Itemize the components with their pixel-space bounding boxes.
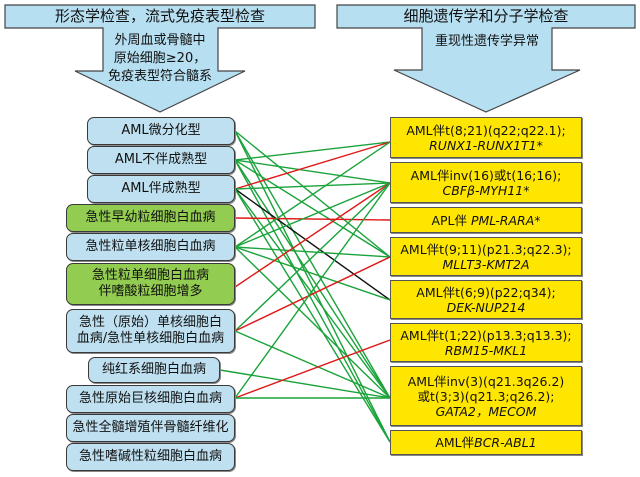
right-item-karyotype: AML伴t(6;9)(p22;q34); [416, 284, 556, 300]
connection-line-other [234, 188, 391, 301]
right-item-karyotype: AML伴inv(16)或t(16;16); [410, 167, 562, 183]
left-item-pure-erythroid[interactable]: 纯红系细胞白血病 [88, 357, 220, 383]
right-item-karyotype: AML伴t(9;11)(p21.3;q22.3); [400, 241, 572, 257]
right-header-arrow [336, 4, 636, 113]
left-item-monoblastic[interactable]: 急性（原始）单核细胞白 血病/急性单核细胞白血病 [66, 309, 235, 353]
connection-line-common [234, 182, 391, 399]
right-item-t8-21[interactable]: AML伴t(8;21)(q22;q22.1); RUNX1-RUNX1T1* [390, 117, 582, 158]
left-item-aml-with-maturation[interactable]: AML伴成熟型 [87, 175, 235, 203]
left-item-label: 急性粒单核细胞白血病 [85, 239, 216, 254]
connection-line-common [234, 330, 391, 399]
left-item-label: AML微分化型 [121, 123, 201, 138]
left-header-arrow [4, 4, 316, 113]
left-arrow-line-1: 外周血或骨髓中 [114, 33, 206, 48]
right-arrow-line-1: 重现性遗传学异常 [434, 34, 539, 49]
connection-line-common [234, 182, 391, 332]
left-item-label: 急性全髓增殖伴骨髓纤维化 [72, 420, 229, 435]
left-item-label-line-2: 伴嗜酸粒细胞增多 [98, 284, 203, 299]
left-arrow-line-2: 原始细胞≥20， [113, 51, 207, 66]
left-item-label-line-1: 急性（原始）单核细胞白 [78, 315, 222, 330]
left-arrow-line-3: 免疫表型符合髓系 [107, 69, 212, 84]
right-item-t1-22[interactable]: AML伴t(1;22)(p13.3;q13.3); RBM15-MKL1 [390, 323, 582, 362]
connection-line-common [234, 159, 391, 443]
connection-line-common [234, 130, 391, 443]
right-item-gene: PML-RARA* [470, 212, 541, 228]
left-item-panmyelosis[interactable]: 急性全髓增殖伴骨髓纤维化 [66, 414, 235, 442]
right-item-karyotype: AML伴t(1;22)(p13.3;q13.3); [400, 327, 572, 343]
left-item-label-line-2: 血病/急性单核细胞白血病 [76, 331, 225, 346]
left-item-label: AML伴成熟型 [121, 181, 201, 196]
connection-line-frequent [234, 339, 391, 399]
right-item-t6-9[interactable]: AML伴t(6;9)(p22;q34); DEK-NUP214 [390, 280, 582, 319]
connection-line-common [234, 182, 391, 190]
connection-line-common [234, 246, 391, 399]
connection-line-common [234, 188, 391, 443]
connection-line-frequent [234, 182, 391, 288]
connection-line-common [219, 369, 391, 399]
right-item-apl-pml-rara[interactable]: APL伴 PML-RARA* [390, 207, 582, 233]
right-item-gene: RBM15-MKL1 [444, 342, 528, 358]
right-item-prefix: APL伴 [431, 212, 471, 228]
right-item-gene: GATA2，MECOM [435, 403, 537, 419]
connection-line-common [234, 141, 391, 248]
left-item-label: 急性原始巨核细胞白血病 [78, 391, 222, 406]
right-item-karyotype: AML伴t(8;21)(q22;q22.1); [406, 122, 566, 138]
left-item-label: 急性嗜碱性粒细胞白血病 [78, 449, 222, 464]
left-item-ammol-eos[interactable]: 急性粒单细胞白血病 伴嗜酸粒细胞增多 [66, 263, 235, 305]
right-item-gene: DEK-NUP214 [446, 299, 526, 315]
right-item-gene: RUNX1-RUNX1T1* [429, 137, 543, 153]
connection-line-common [234, 159, 391, 399]
connection-line-common [234, 159, 391, 184]
connection-line-common [234, 182, 391, 248]
right-item-gene: MLLT3-KMT2A [442, 256, 530, 272]
left-item-label-line-1: 急性粒单细胞白血病 [91, 268, 209, 283]
left-item-basophilic[interactable]: 急性嗜碱性粒细胞白血病 [66, 443, 235, 471]
connection-line-frequent [234, 141, 391, 190]
right-item-karyotype-line-1: AML伴inv(3)(q21.3q26.2) [407, 373, 565, 389]
left-item-label: AML不伴成熟型 [114, 152, 208, 167]
connection-line-frequent [234, 256, 391, 332]
left-item-megakaryoblastic[interactable]: 急性原始巨核细胞白血病 [66, 385, 235, 413]
right-item-prefix: AML伴 [435, 435, 475, 450]
connection-line-common [234, 159, 391, 258]
left-item-aml-minimal-differentiation[interactable]: AML微分化型 [87, 117, 235, 145]
right-header-title: 细胞遗传学和分子学检查 [403, 7, 569, 25]
right-item-t9-11[interactable]: AML伴t(9;11)(p21.3;q22.3); MLLT3-KMT2A [390, 237, 582, 276]
left-item-label: 纯红系细胞白血病 [101, 362, 206, 377]
connection-line-common [234, 246, 391, 258]
right-item-inv16[interactable]: AML伴inv(16)或t(16;16); CBFβ-MYH11* [390, 162, 582, 203]
left-item-aml-without-maturation[interactable]: AML不伴成熟型 [87, 146, 235, 174]
connection-line-common [234, 141, 391, 161]
right-item-inv3[interactable]: AML伴inv(3)(q21.3q26.2) 或t(3;3)(q21.3;q26… [390, 366, 582, 426]
left-item-label: 急性早幼粒细胞白血病 [85, 210, 216, 225]
left-header-title: 形态学检查，流式免疫表型检查 [54, 7, 265, 25]
connection-lines [219, 130, 391, 443]
right-item-gene: BCR-ABL1 [474, 435, 537, 450]
right-item-gene: CBFβ-MYH11* [442, 182, 530, 198]
right-item-karyotype-line-2: 或t(3;3)(q21.3;q26.2); [417, 388, 555, 404]
connection-line-common [234, 246, 391, 301]
left-item-ammol[interactable]: 急性粒单核细胞白血病 [66, 233, 235, 261]
left-item-apl[interactable]: 急性早幼粒细胞白血病 [66, 204, 235, 232]
